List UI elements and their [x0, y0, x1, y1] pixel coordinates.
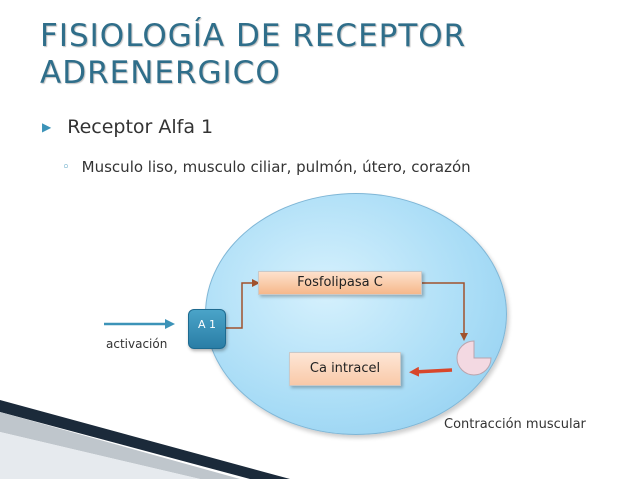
triangle-bullet-icon: ▶ [42, 120, 52, 134]
enzyme-box: Fosfolipasa C [258, 271, 422, 295]
bullet-locations: ◦ Musculo liso, musculo ciliar, pulmón, … [62, 158, 471, 176]
calcium-box: Ca intracel [289, 352, 401, 386]
receptor-box: A 1 [188, 309, 226, 349]
slide-title: FISIOLOGÍA DE RECEPTOR ADRENERGICO [40, 18, 600, 92]
circle-bullet-icon: ◦ [62, 159, 70, 175]
cell-ellipse [205, 193, 507, 435]
swoosh-pale [0, 432, 200, 479]
bullet-locations-text: Musculo liso, musculo ciliar, pulmón, út… [81, 158, 471, 176]
swoosh-dark [0, 400, 290, 479]
bullet-receptor-text: Receptor Alfa 1 [67, 116, 214, 138]
outcome-label: Contracción muscular [444, 417, 586, 432]
activation-label: activación [106, 337, 168, 351]
title-line-1: FISIOLOGÍA DE RECEPTOR [40, 18, 467, 54]
title-line-2: ADRENERGICO [40, 55, 281, 91]
bullet-receptor: ▶ Receptor Alfa 1 [42, 116, 213, 138]
swoosh-light [0, 412, 240, 479]
